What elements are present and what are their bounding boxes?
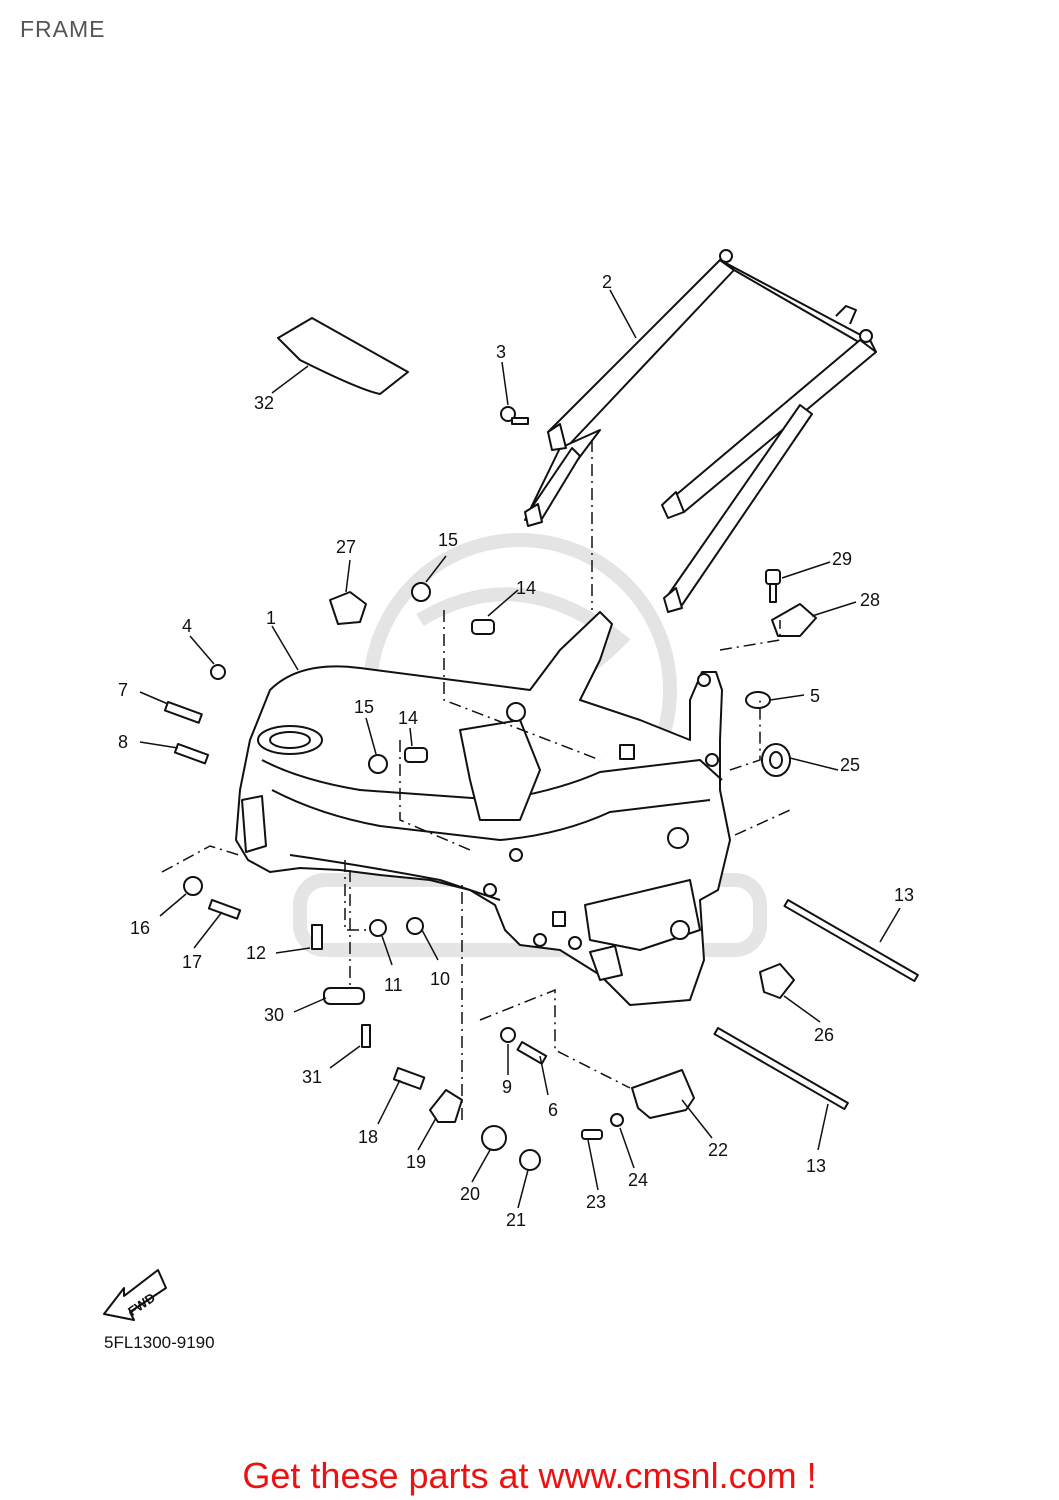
part-callout-12: 12: [246, 943, 266, 963]
part-callout-8: 8: [118, 732, 128, 752]
part-callout-3: 3: [496, 342, 506, 362]
part-callout-29: 29: [832, 549, 852, 569]
part-callout-4: 4: [182, 616, 192, 636]
part-callout-15-upper: 15: [438, 530, 458, 550]
diagram-code: 5FL1300-9190: [104, 1333, 215, 1352]
part-callout-31: 31: [302, 1067, 322, 1087]
leader-lines: [139, 289, 901, 1209]
promo-link[interactable]: Get these parts at www.cmsnl.com !: [242, 1455, 817, 1496]
part-callout-16: 16: [130, 918, 150, 938]
part-callout-18: 18: [358, 1127, 378, 1147]
part-callout-30: 30: [264, 1005, 284, 1025]
part-callout-13-upper: 13: [894, 885, 914, 905]
part-callout-13-lower: 13: [806, 1156, 826, 1176]
part-callout-20: 20: [460, 1184, 480, 1204]
part-callout-2: 2: [602, 272, 612, 292]
small-parts: [163, 317, 919, 1171]
part-callout-14-lower: 14: [398, 708, 418, 728]
part-callout-23: 23: [586, 1192, 606, 1212]
part-callout-17: 17: [182, 952, 202, 972]
part-callout-26: 26: [814, 1025, 834, 1045]
part-callout-9: 9: [502, 1077, 512, 1097]
part-callout-6: 6: [548, 1100, 558, 1120]
callout-labels: 1 2 3 4 5 6 7 8 9 10 11 12 13 13 14 14 1…: [118, 272, 914, 1230]
part-callout-21: 21: [506, 1210, 526, 1230]
part-callout-1: 1: [266, 608, 276, 628]
fwd-arrow-icon: FWD: [103, 1269, 167, 1321]
page-title: FRAME: [20, 16, 106, 42]
part-callout-27: 27: [336, 537, 356, 557]
part-callout-28: 28: [860, 590, 880, 610]
part-callout-22: 22: [708, 1140, 728, 1160]
part-callout-10: 10: [430, 969, 450, 989]
part-callout-25: 25: [840, 755, 860, 775]
part-callout-5: 5: [810, 686, 820, 706]
part-callout-7: 7: [118, 680, 128, 700]
part-callout-15-lower: 15: [354, 697, 374, 717]
part-callout-14-upper: 14: [516, 578, 536, 598]
main-frame: [235, 611, 731, 1006]
rear-subframe: [524, 249, 877, 613]
alignment-lines: [161, 440, 791, 1120]
part-callout-11: 11: [384, 975, 403, 995]
part-callout-24: 24: [628, 1170, 648, 1190]
part-callout-32: 32: [254, 393, 274, 413]
part-callout-19: 19: [406, 1152, 426, 1172]
